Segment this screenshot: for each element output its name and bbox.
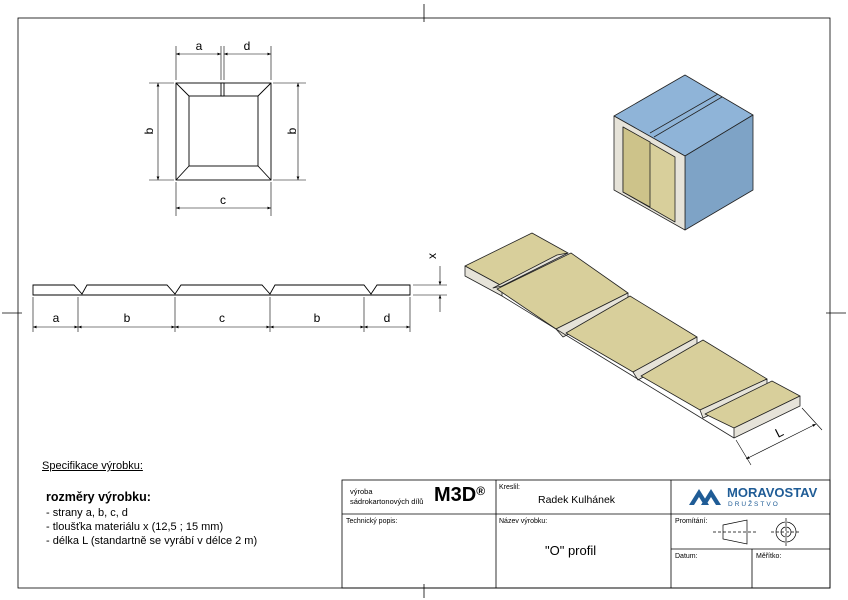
drawn-by-name: Radek Kulhánek [538,494,616,506]
scale-label: Měřítko: [756,553,782,560]
dim-label-x: x [425,253,439,259]
dim-label-c-flat: c [219,311,225,325]
brand-m3d-text: M3D [434,484,477,506]
producer-line1: výroba [350,487,373,496]
section-view [175,82,272,181]
flat-view-dimensions [32,266,447,332]
iso-profile-3d [613,74,754,231]
dim-label-b-right: b [285,127,299,134]
product-name-label: Název výrobku: [499,518,548,525]
company-name: MORAVOSTAV [727,485,818,500]
iso-flat-board [464,232,801,439]
spec-title: Specifikace výrobku: [42,460,143,472]
spec-line-length: - délka L (standartně se vyrábí v délce … [46,535,258,547]
tech-desc-label: Technický popis: [346,518,398,525]
title-block-grid [341,479,831,589]
dim-label-a-top: a [196,39,203,53]
iso-length-dimension [735,407,823,466]
dim-label-d-top: d [244,39,251,53]
company-subtitle: DRUŽSTVO [728,501,780,508]
dim-label-b-left: b [142,127,156,134]
product-name: "O" profil [545,543,597,558]
spec-heading: rozměry výrobku: [46,490,151,504]
spec-line-sides: - strany a, b, c, d [46,507,128,519]
projection-label: Promítání: [675,518,708,525]
date-label: Datum: [675,553,698,560]
dim-label-L: L [773,424,786,441]
projection-symbol-icon [713,518,801,546]
section-view-dimensions [149,46,306,216]
flat-view [32,284,411,296]
dim-label-d-flat: d [384,311,391,325]
producer-line2: sádrokartonových dílů [350,497,424,506]
dim-label-b1-flat: b [124,311,131,325]
brand-registered-mark: ® [476,484,486,498]
dim-label-b2-flat: b [314,311,321,325]
brand-m3d: M3D® [434,484,485,507]
drawn-by-label: Kreslil: [499,484,521,491]
dim-label-a-flat: a [53,311,60,325]
sheet-frame [2,4,846,598]
moravostav-logo-icon [689,489,721,505]
spec-line-thickness: - tloušťka materiálu x (12,5 ; 15 mm) [46,521,224,533]
dim-label-c-top: c [220,193,226,207]
